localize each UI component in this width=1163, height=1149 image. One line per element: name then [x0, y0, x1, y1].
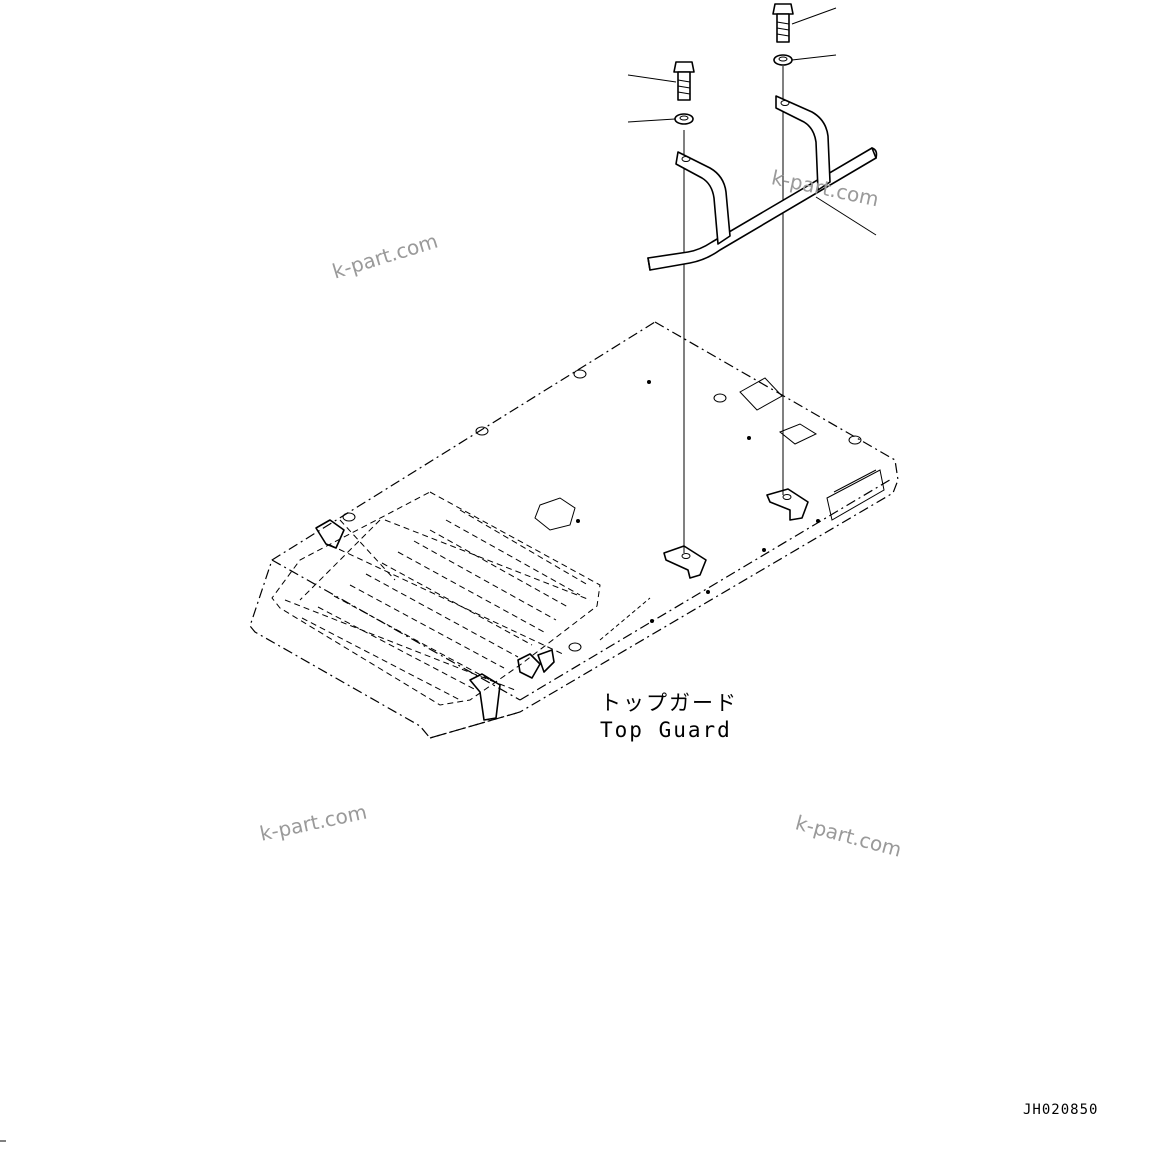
top-guard-grille	[271, 491, 601, 706]
part-label-english: Top Guard	[600, 718, 732, 742]
leader-lines	[627, 7, 877, 236]
part-label-japanese: トップガード	[600, 691, 738, 715]
assembly-centerlines	[683, 66, 784, 553]
washer-right	[773, 54, 793, 66]
bolt-right	[772, 3, 794, 43]
guard-rail	[647, 95, 878, 271]
top-guard-outline	[249, 321, 899, 739]
bolt-left	[673, 61, 695, 101]
washer-left	[674, 113, 694, 125]
drawing-code: JH020850	[1023, 1102, 1099, 1118]
mount-brackets	[315, 488, 809, 721]
panel-holes	[342, 369, 862, 652]
